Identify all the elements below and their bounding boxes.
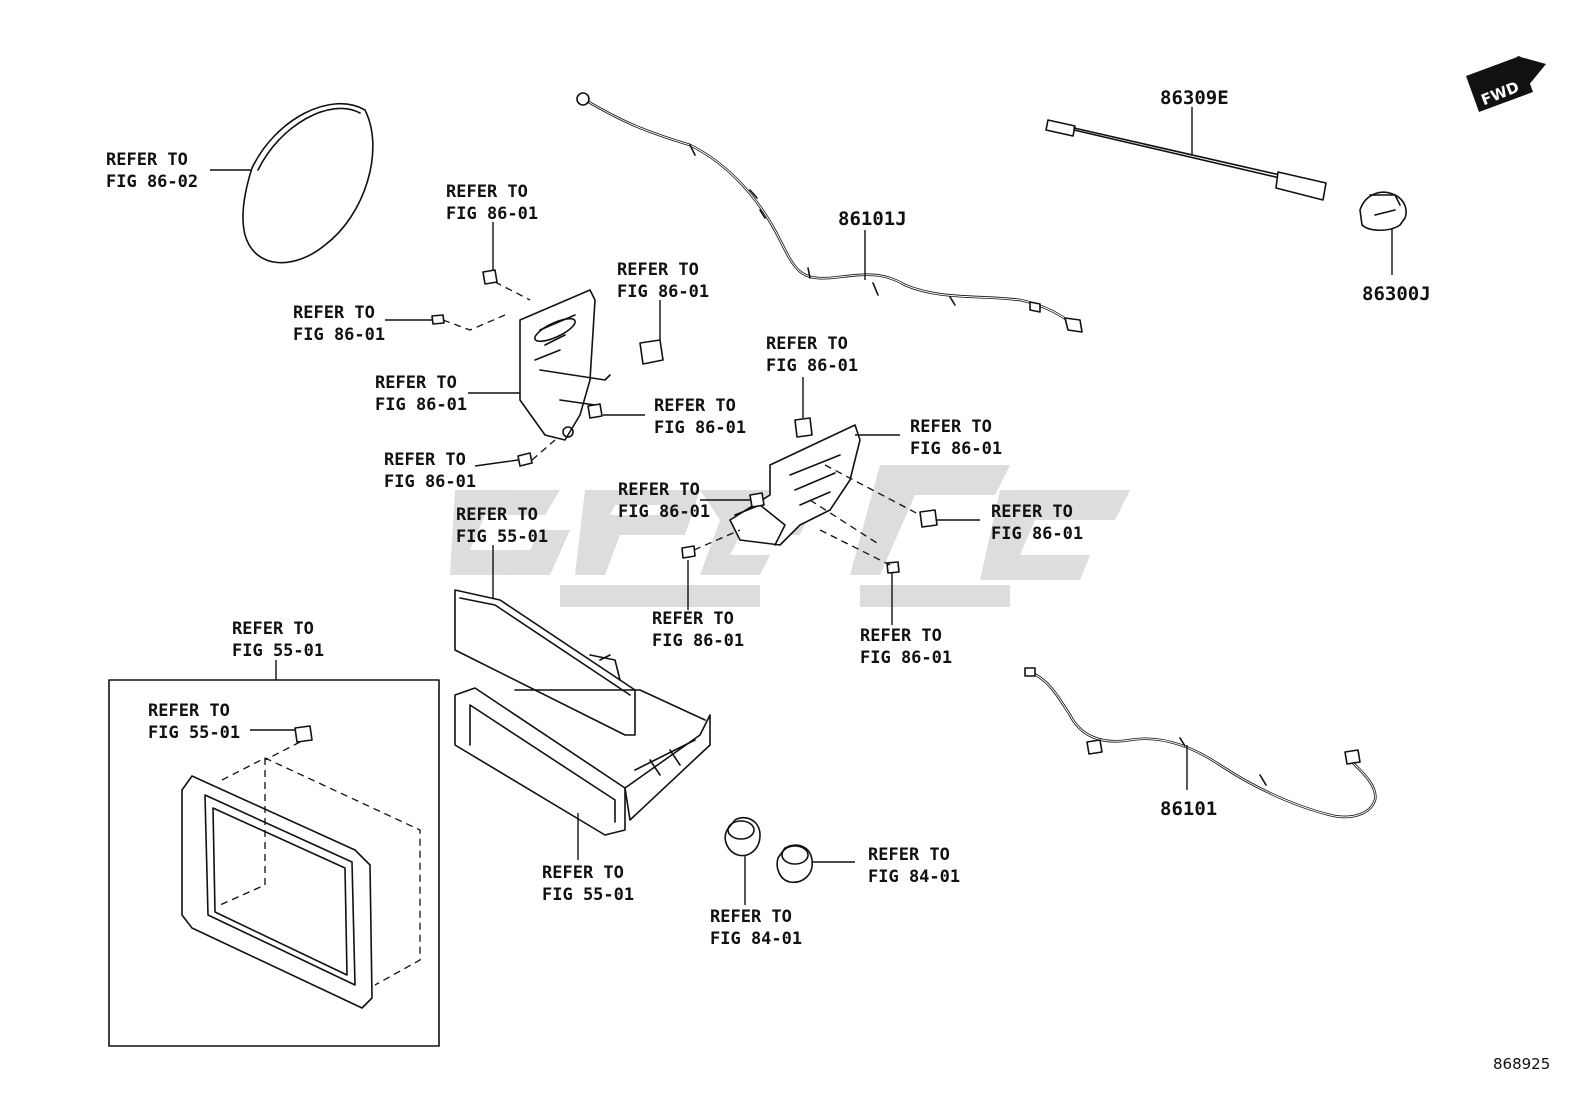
- antenna-base-86300J: [1359, 191, 1407, 232]
- part-number-86309E: 86309E: [1160, 87, 1229, 109]
- refer-label-10b: FIG 86-01: [618, 502, 710, 522]
- refer-label-16b: FIG 55-01: [148, 723, 240, 743]
- refer-label-14a: REFER TO: [456, 505, 538, 525]
- refer-label-2b: FIG 86-01: [446, 204, 538, 224]
- refer-label-16a: REFER TO: [148, 701, 230, 721]
- refer-label-18a: REFER TO: [710, 907, 792, 927]
- refer-label-12b: FIG 86-01: [652, 631, 744, 651]
- refer-label-14b: FIG 55-01: [456, 527, 548, 547]
- label-group: REFER TO FIG 86-02 REFER TO FIG 86-01 RE…: [106, 150, 1083, 949]
- refer-label-10a: REFER TO: [618, 480, 700, 500]
- refer-label-2a: REFER TO: [446, 182, 528, 202]
- refer-label-18b: FIG 84-01: [710, 929, 802, 949]
- figure-code: 868925: [1493, 1055, 1550, 1073]
- display-frame: [181, 775, 373, 1009]
- refer-label-6a: REFER TO: [654, 396, 736, 416]
- refer-label-15b: FIG 55-01: [232, 641, 324, 661]
- cap-right: [776, 844, 813, 884]
- small-clip: [294, 725, 313, 743]
- part-number-86101: 86101: [1160, 798, 1217, 820]
- refer-label-8b: FIG 86-01: [766, 356, 858, 376]
- refer-label-6b: FIG 86-01: [654, 418, 746, 438]
- refer-label-9b: FIG 86-01: [910, 439, 1002, 459]
- refer-label-3b: FIG 86-01: [293, 325, 385, 345]
- antenna-cable-86101: [1024, 667, 1377, 819]
- refer-label-19a: REFER TO: [868, 845, 950, 865]
- refer-label-9a: REFER TO: [910, 417, 992, 437]
- refer-label-11b: FIG 86-01: [991, 524, 1083, 544]
- radio-box: [454, 687, 711, 836]
- left-bracket: [519, 289, 611, 441]
- refer-label-19b: FIG 84-01: [868, 867, 960, 887]
- refer-label-7a: REFER TO: [384, 450, 466, 470]
- refer-label-5b: FIG 86-01: [375, 395, 467, 415]
- refer-label-7b: FIG 86-01: [384, 472, 476, 492]
- part-number-86101J: 86101J: [838, 208, 907, 230]
- clip-icon-2: [681, 417, 938, 574]
- refer-label-1b: FIG 86-02: [106, 172, 198, 192]
- refer-label-13b: FIG 86-01: [860, 648, 952, 668]
- refer-label-12a: REFER TO: [652, 609, 734, 629]
- cap-left: [724, 816, 761, 857]
- speaker-cover: [242, 102, 374, 264]
- refer-label-13a: REFER TO: [860, 626, 942, 646]
- inset-box: [108, 679, 440, 1047]
- refer-label-17a: REFER TO: [542, 863, 624, 883]
- refer-label-4b: FIG 86-01: [617, 282, 709, 302]
- fwd-arrow-icon: FWD: [1466, 56, 1546, 112]
- clip-icon: [431, 269, 664, 467]
- antenna-rod-86309E: [1045, 119, 1327, 201]
- antenna-cable-86101J: [576, 92, 1083, 333]
- refer-label-8a: REFER TO: [766, 334, 848, 354]
- refer-label-1a: REFER TO: [106, 150, 188, 170]
- part-number-86300J: 86300J: [1362, 283, 1431, 305]
- right-bracket: [729, 424, 861, 546]
- part-number-group: 86309E 86101J 86300J 86101: [838, 87, 1431, 820]
- radio-bezel-panel: [454, 589, 636, 736]
- refer-label-11a: REFER TO: [991, 502, 1073, 522]
- refer-label-15a: REFER TO: [232, 619, 314, 639]
- refer-label-4a: REFER TO: [617, 260, 699, 280]
- refer-label-3a: REFER TO: [293, 303, 375, 323]
- watermark: [450, 465, 1130, 607]
- refer-label-5a: REFER TO: [375, 373, 457, 393]
- refer-label-17b: FIG 55-01: [542, 885, 634, 905]
